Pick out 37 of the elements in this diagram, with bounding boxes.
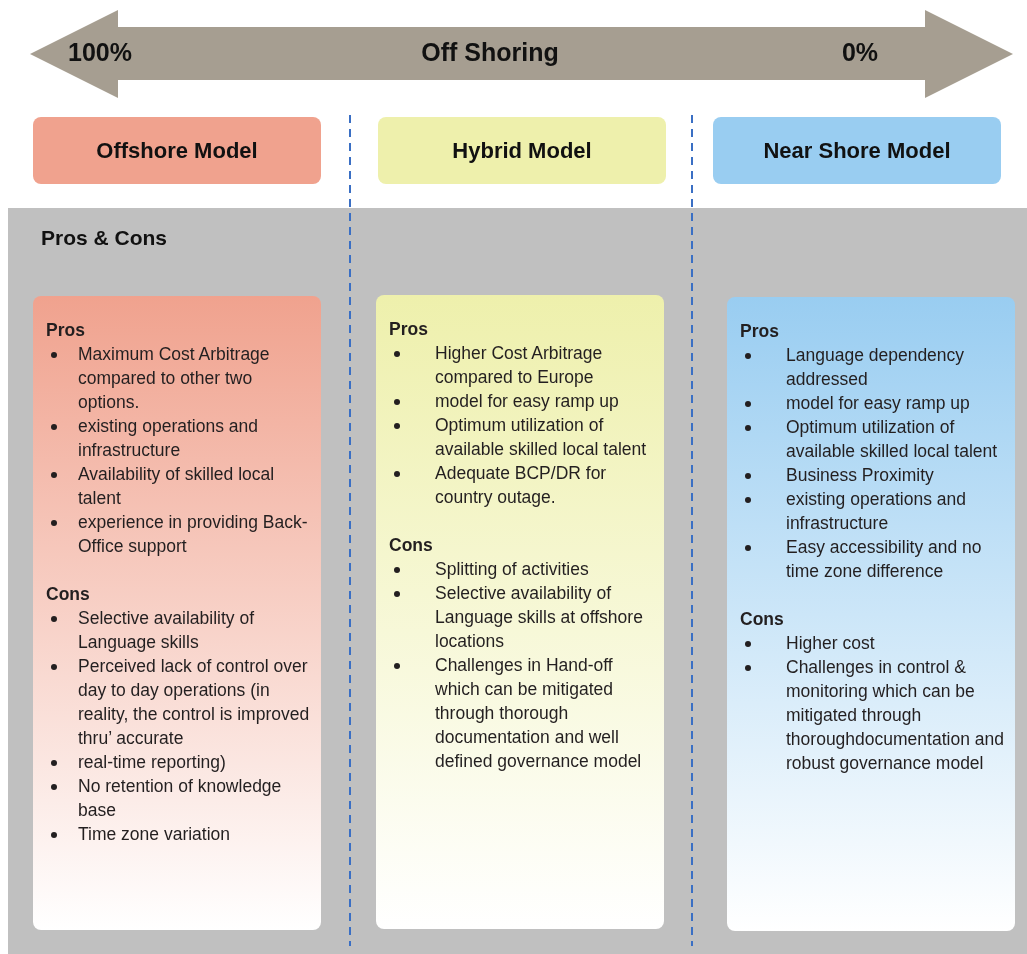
bullet-item: existing operations and infrastructure (740, 487, 1005, 535)
bullet-item: Higher cost (740, 631, 1005, 655)
bullet-item: Adequate BCP/DR for country outage. (389, 461, 654, 509)
bullet-item: experience in providing Back-Office support (46, 510, 311, 558)
pros-cons-card (33, 296, 321, 930)
bullet-item: model for easy ramp up (389, 389, 654, 413)
panel-title: Pros & Cons (41, 226, 168, 250)
bullet-item: Challenges in Hand-off which can be mitigated through thorough documentation and well defined governance model (389, 653, 654, 773)
section-heading: Pros (389, 318, 429, 341)
bullet-item: Time zone variation (46, 822, 311, 846)
bullet-item: Challenges in control & monitoring which can be mitigated through thoroughdocumentation and robust governance model (740, 655, 1005, 775)
pros-cons-card (376, 295, 664, 929)
arrow-label: 100% (68, 37, 132, 67)
bullet-item: Maximum Cost Arbitrage compared to other two options. (46, 342, 311, 414)
bullet-item: Business Proximity (740, 463, 1005, 487)
pros-cons-card (727, 297, 1015, 931)
section-heading: Cons (46, 583, 91, 606)
pros-cons-panel (8, 208, 1027, 954)
bullet-item: Selective availability of Language skills at offshore locations (389, 581, 654, 653)
model-header: Near Shore Model (713, 117, 1001, 184)
section-heading: Cons (740, 608, 785, 631)
bullet-item: Optimum utilization of available skilled local talent (389, 413, 654, 461)
bullet-item: Optimum utilization of available skilled local talent (740, 415, 1005, 463)
arrow-label: Off Shoring (421, 37, 559, 67)
model-header: Offshore Model (33, 117, 321, 184)
bullet-item: existing operations and infrastructure (46, 414, 311, 462)
bullet-item: Selective availability of Language skills (46, 606, 311, 654)
bullet-item: Splitting of activities (389, 557, 654, 581)
bullet-item: real-time reporting) (46, 750, 311, 774)
section-heading: Pros (740, 320, 780, 343)
bullet-item: No retention of knowledge base (46, 774, 311, 822)
model-header: Hybrid Model (378, 117, 666, 184)
bullet-item: model for easy ramp up (740, 391, 1005, 415)
bullet-item: Easy accessibility and no time zone difference (740, 535, 1005, 583)
section-heading: Cons (389, 534, 434, 557)
section-heading: Pros (46, 319, 86, 342)
arrow-label: 0% (841, 37, 879, 67)
